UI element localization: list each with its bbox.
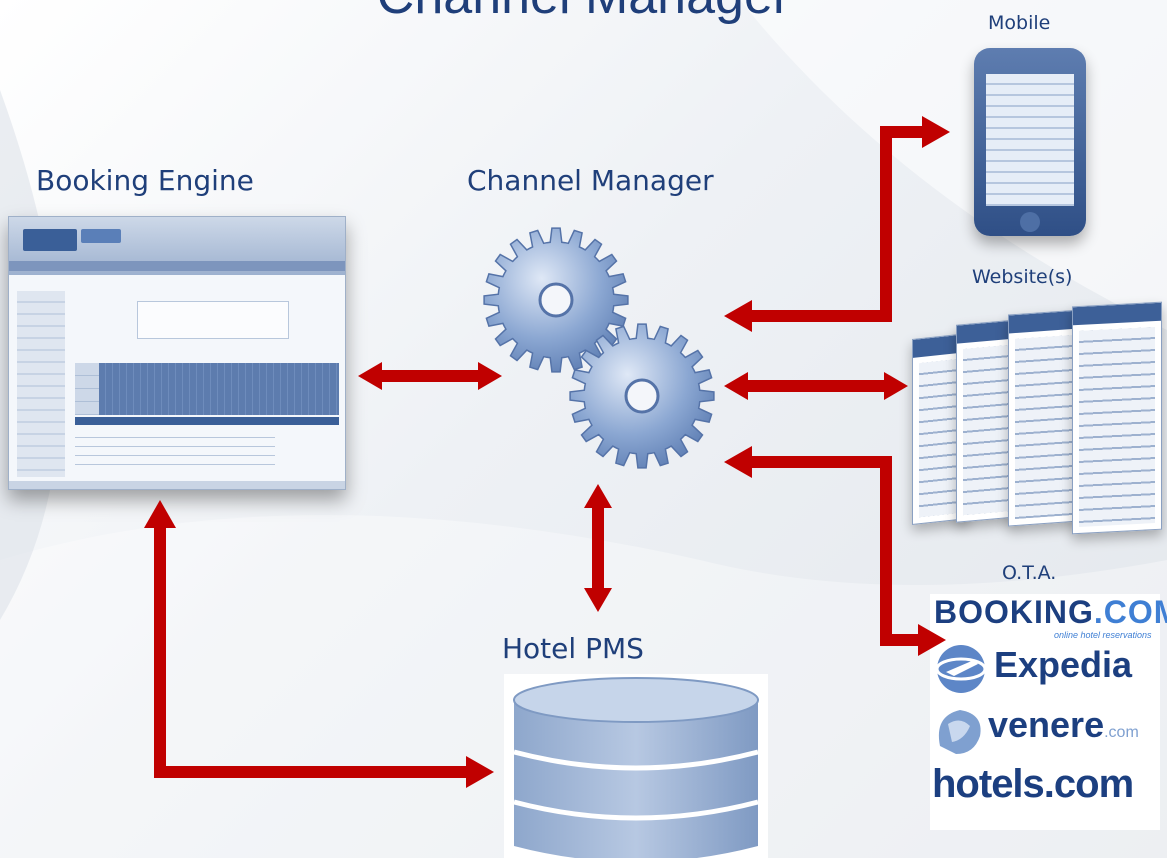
screenshot-availability-grid [99, 363, 339, 415]
arrow-cm-to-ota [752, 456, 920, 646]
ota-label: O.T.A. [1002, 562, 1057, 584]
mobile-phone-icon [974, 48, 1086, 236]
arrow-booking-to-cm [358, 362, 502, 390]
mobile-label: Mobile [988, 12, 1051, 34]
booking-com-logo: BOOKING.COM [934, 594, 1167, 630]
screenshot-sidebar [17, 291, 65, 477]
websites-label: Website(s) [972, 266, 1073, 288]
booking-engine-label: Booking Engine [36, 164, 254, 197]
ota-logos: BOOKING.COM online hotel reservations Ex… [930, 594, 1167, 830]
arrow-cm-to-pms [584, 484, 612, 612]
booking-com-tagline: online hotel reservations [1054, 630, 1152, 640]
expedia-logo: Expedia [994, 644, 1133, 685]
gear-hole [624, 378, 660, 414]
screenshot-logo-badge [81, 229, 121, 243]
screenshot-status-bar [9, 481, 345, 489]
gear-hole [538, 282, 574, 318]
channel-manager-label: Channel Manager [467, 164, 714, 197]
screenshot-form-box [137, 301, 289, 339]
phone-home-button [1020, 212, 1040, 232]
venere-face-icon [938, 710, 981, 754]
arrow-cm-to-websites [724, 372, 908, 400]
arrowhead [144, 500, 176, 528]
arrowhead [724, 446, 752, 478]
expedia-globe-icon [935, 645, 987, 693]
screenshot-section-header [75, 417, 339, 425]
arrowhead [918, 624, 946, 656]
hotels-com-logo: hotels.com [932, 762, 1134, 806]
hotel-pms-label: Hotel PMS [502, 632, 644, 665]
page-title: Channel Manager [0, 0, 1167, 26]
arrowhead [922, 116, 950, 148]
arrow-booking-to-pms [154, 528, 466, 778]
screenshot-text-lines [75, 429, 275, 473]
arrowhead [466, 756, 494, 788]
arrowhead [724, 300, 752, 332]
arrow-cm-to-mobile [752, 126, 924, 322]
phone-screen [986, 74, 1074, 206]
venere-logo: venere.com [988, 704, 1139, 745]
booking-engine-screenshot [8, 216, 346, 490]
gear-icon [569, 323, 715, 469]
screenshot-grid-labels [75, 363, 99, 415]
screenshot-nav-bar [9, 261, 345, 271]
database-icon [504, 674, 768, 858]
screenshot-logo [23, 229, 77, 251]
